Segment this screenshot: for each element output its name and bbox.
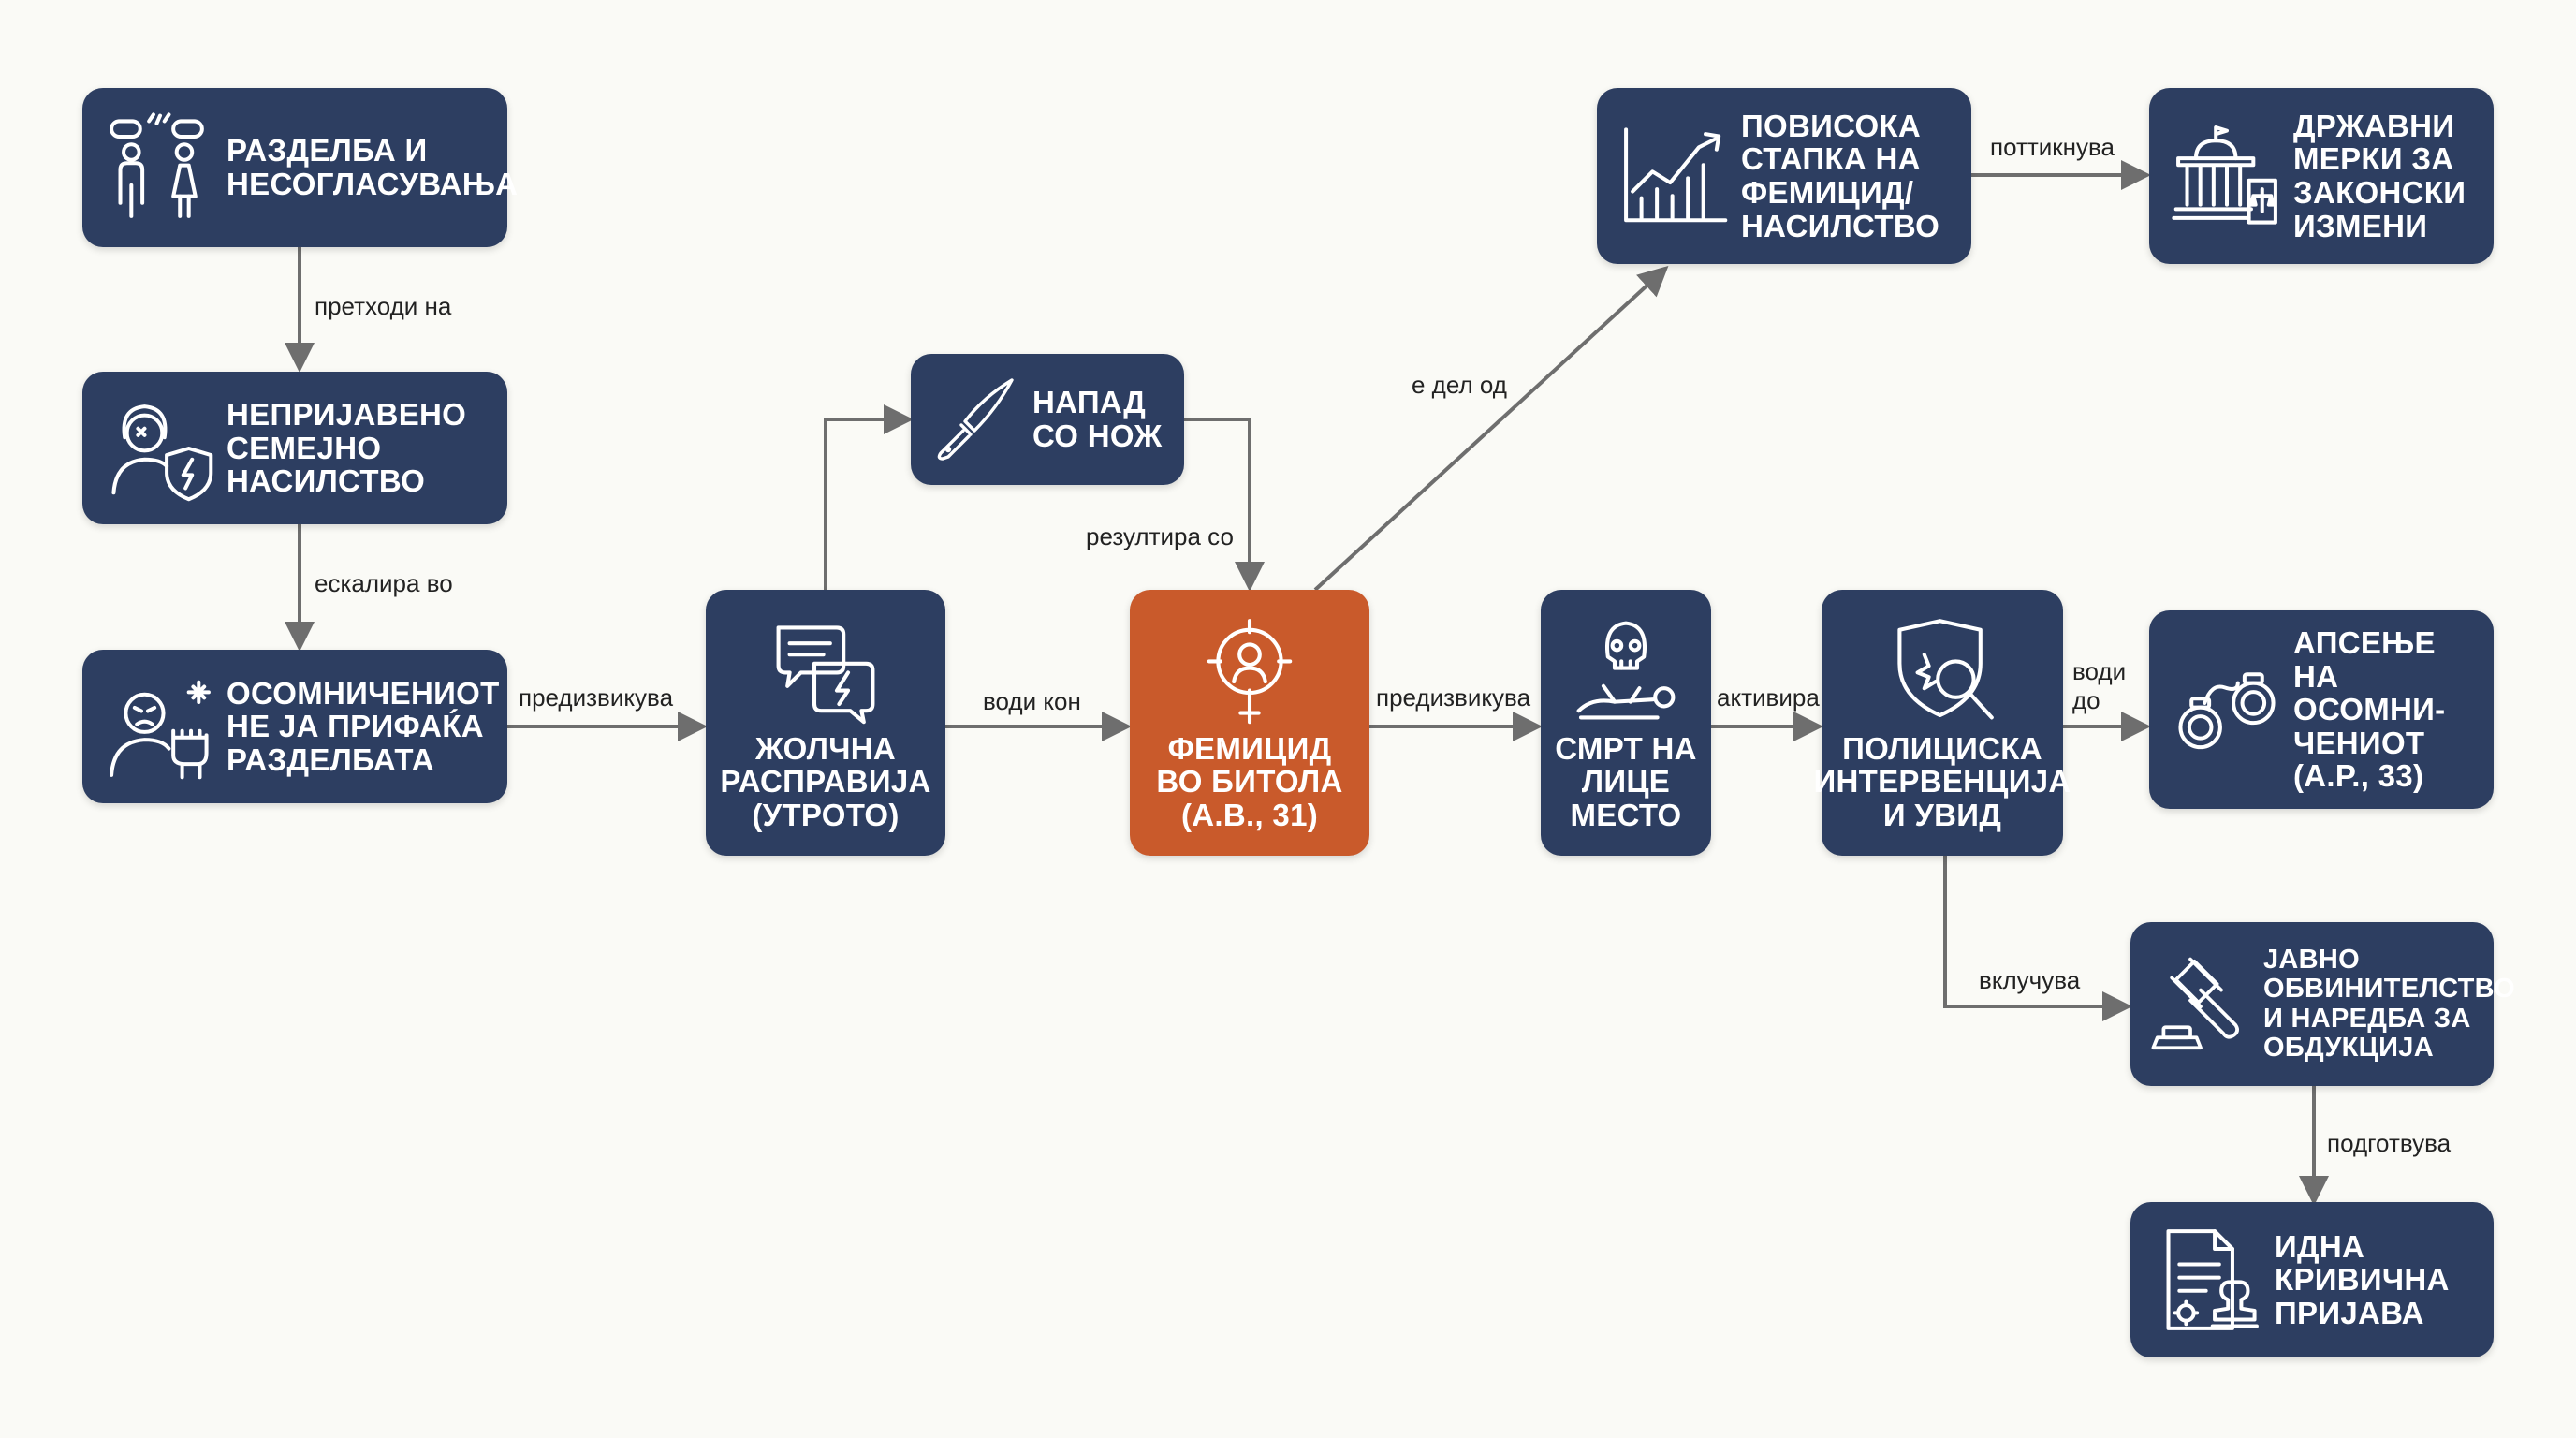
government-building-icon — [2172, 121, 2282, 231]
node-label: НАПАД СО НОЖ — [1032, 385, 1163, 453]
edge-label-n9-n10: поттикнува — [1990, 133, 2115, 161]
node-knife-attack[interactable]: НАПАД СО НОЖ — [911, 354, 1184, 485]
node-label: ПОЛИЦИСКА ИНТЕРВЕНЦИЈА И УВИД — [1813, 730, 2071, 832]
node-label: ФЕМИЦИД ВО БИТОЛА (А.В., 31) — [1156, 730, 1343, 832]
node-label: НЕПРИЈАВЕНО СЕМЕЈНО НАСИЛСТВО — [227, 397, 467, 499]
edge-label-n3-n4: предизвикува — [519, 683, 674, 712]
node-label: ОСОМНИЧЕНИОТ НЕ ЈА ПРИФАЌА РАЗДЕЛБАТА — [227, 675, 500, 777]
node-criminal-complaint[interactable]: ИДНА КРИВИЧНА ПРИЈАВА — [2130, 1202, 2494, 1357]
edge-n6-n9 — [1313, 265, 1669, 592]
edge-label-n4-n6: води кон — [983, 687, 1081, 715]
edge-n8-n12 — [1943, 856, 2132, 1021]
rising-chart-icon — [1619, 121, 1730, 231]
node-separation[interactable]: РАЗДЕЛБА И НЕСОГЛАСУВАЊА — [82, 88, 518, 247]
woman-shield-icon — [105, 393, 215, 504]
node-suspect-not-accepting[interactable]: ОСОМНИЧЕНИОТ НЕ ЈА ПРИФАЌА РАЗДЕЛБАТА — [82, 650, 507, 803]
female-target-icon — [1193, 614, 1306, 726]
node-label: ЖОЛЧНА РАСПРАВИЈА (УТРОТО) — [720, 730, 931, 832]
legal-document-stamp-icon — [2153, 1225, 2263, 1335]
node-label: РАЗДЕЛБА И НЕСОГЛАСУВАЊА — [227, 133, 519, 201]
angry-man-fist-icon — [105, 671, 215, 782]
node-suspect-arrest[interactable]: АПСЕЊЕ НА ОСОМНИ- ЧЕНИОТ (А.Р., 33) — [2149, 610, 2494, 809]
node-death-on-scene[interactable]: СМРТ НА ЛИЦЕ МЕСТО — [1541, 590, 1711, 856]
node-state-measures[interactable]: ДРЖАВНИ МЕРКИ ЗА ЗАКОНСКИ ИЗМЕНИ — [2149, 88, 2494, 264]
gavel-icon — [2149, 953, 2252, 1056]
knife-icon — [928, 373, 1021, 466]
handcuffs-icon — [2172, 654, 2282, 765]
edge-n4-n5 — [824, 404, 914, 590]
node-label: ЈАВНО ОБВИНИТЕЛСТВО И НАРЕДБА ЗА ОБДУКЦИ… — [2263, 944, 2515, 1063]
node-label: СМРТ НА ЛИЦЕ МЕСТО — [1555, 730, 1697, 832]
node-police-intervention[interactable]: ПОЛИЦИСКА ИНТЕРВЕНЦИЈА И УВИД — [1814, 590, 2071, 856]
node-femicide-bitola[interactable]: ФЕМИЦИД ВО БИТОЛА (А.В., 31) — [1130, 590, 1369, 856]
edge-label-n8-n11: води до — [2072, 657, 2127, 715]
edge-label-n5-n6: резултира со — [1086, 522, 1234, 550]
edge-label-n6-n9: е дел од — [1412, 371, 1507, 399]
edge-n5-n6 — [1184, 418, 1265, 592]
skull-body-icon — [1570, 614, 1682, 726]
node-heated-argument[interactable]: ЖОЛЧНА РАСПРАВИЈА (УТРОТО) — [706, 590, 945, 856]
node-label: ИДНА КРИВИЧНА ПРИЈАВА — [2275, 1228, 2450, 1330]
edge-label-n1-n2: претходи на — [315, 292, 452, 320]
node-unreported-violence[interactable]: НЕПРИЈАВЕНО СЕМЕЈНО НАСИЛСТВО — [82, 372, 507, 524]
broken-link-couple-icon — [105, 112, 215, 223]
node-label: ПОВИСОКА СТАПКА НА ФЕМИЦИД/ НАСИЛСТВО — [1741, 108, 1940, 243]
edge-label-n2-n3: ескалира во — [315, 569, 453, 597]
edge-label-n8-n12: вклучува — [1979, 966, 2081, 994]
edge-label-n7-n8: активира — [1717, 683, 1820, 712]
edge-label-n6-n7: предизвикува — [1376, 683, 1531, 712]
edge-label-n12-n13: подготвува — [2327, 1129, 2452, 1157]
police-badge-magnifier-icon — [1886, 614, 1998, 726]
node-prosecution-autopsy[interactable]: ЈАВНО ОБВИНИТЕЛСТВО И НАРЕДБА ЗА ОБДУКЦИ… — [2130, 922, 2515, 1086]
speech-bubbles-icon — [769, 614, 882, 726]
node-label: ДРЖАВНИ МЕРКИ ЗА ЗАКОНСКИ ИЗМЕНИ — [2293, 108, 2466, 243]
node-higher-femicide-rate[interactable]: ПОВИСОКА СТАПКА НА ФЕМИЦИД/ НАСИЛСТВО — [1597, 88, 1971, 264]
node-label: АПСЕЊЕ НА ОСОМНИ- ЧЕНИОТ (А.Р., 33) — [2293, 624, 2446, 794]
